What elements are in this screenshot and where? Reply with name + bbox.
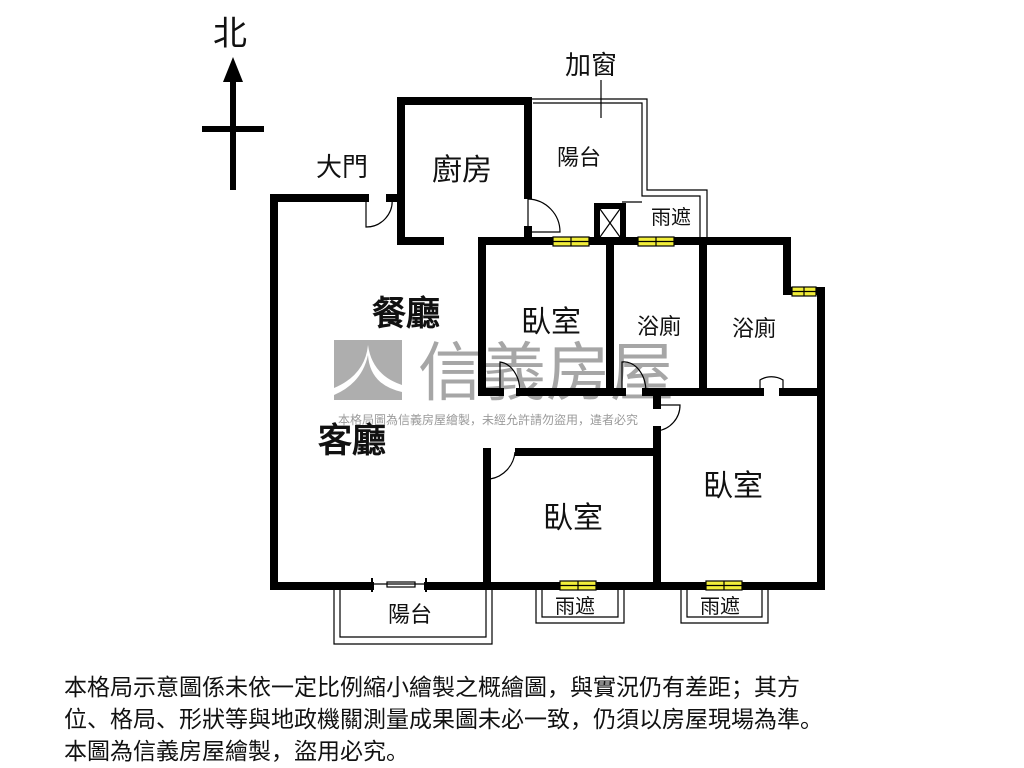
- room-balcony-bottom: 陽台: [388, 603, 432, 628]
- bathroom2-door-icon: [759, 376, 784, 392]
- watermark-brand: 信義房屋: [418, 337, 674, 411]
- main-door-label: 大門: [316, 153, 368, 183]
- window-icon: [637, 236, 675, 247]
- disclaimer: 本格局示意圖係未依一定比例縮小繪製之概繪圖，與實況仍有差距；其方 位、格局、形狀…: [64, 672, 984, 768]
- room-rain-shelter-top: 雨遮: [651, 205, 691, 229]
- kitchen-door-icon: [527, 198, 561, 233]
- disclaimer-line-2: 位、格局、形狀等與地政機關測量成果圖未必一致，仍須以房屋現場為準。: [64, 707, 823, 733]
- compass-label: 北: [213, 14, 247, 54]
- room-bedroom-3: 臥室: [703, 469, 763, 504]
- window-icon: [705, 580, 743, 591]
- sliding-door-icon: [371, 578, 427, 592]
- watermark-notice: 本格局圖為信義房屋繪製，未經允許請勿盜用，違者必究: [338, 412, 638, 427]
- room-rain-shelter-bottom-2: 雨遮: [700, 594, 740, 618]
- bedroom1-door-icon: [499, 361, 521, 393]
- room-bedroom-2: 臥室: [543, 501, 603, 536]
- bathroom1-door-icon: [621, 361, 647, 393]
- room-dining: 餐廳: [372, 294, 440, 334]
- room-balcony-top: 陽台: [557, 146, 601, 171]
- room-living: 客廳: [318, 421, 386, 461]
- room-bathroom-2: 浴廁: [732, 317, 776, 342]
- north-compass-icon: [202, 57, 264, 190]
- room-bathroom-1: 浴廁: [637, 315, 681, 340]
- doors: [365, 197, 784, 480]
- watermark-logo-icon: [334, 340, 402, 400]
- window-icon: [559, 580, 597, 591]
- disclaimer-line-3: 本圖為信義房屋繪製，盜用必究。: [64, 739, 409, 765]
- bedroom2-door-icon: [489, 451, 516, 480]
- room-bedroom-1: 臥室: [521, 305, 581, 340]
- window-icon: [552, 236, 590, 247]
- balcony-outlines: [333, 98, 769, 645]
- disclaimer-line-1: 本格局示意圖係未依一定比例縮小繪製之概繪圖，與實況仍有差距；其方: [64, 675, 800, 701]
- window-icon: [791, 286, 817, 297]
- room-rain-shelter-bottom-1: 雨遮: [555, 594, 595, 618]
- windows: [552, 236, 817, 591]
- main-door-icon: [365, 197, 393, 228]
- add-window-label: 加窗: [565, 51, 617, 81]
- bedroom3-door-icon: [656, 404, 681, 432]
- walls: [270, 97, 825, 590]
- duct-icon: [599, 208, 621, 238]
- room-kitchen: 廚房: [432, 153, 492, 188]
